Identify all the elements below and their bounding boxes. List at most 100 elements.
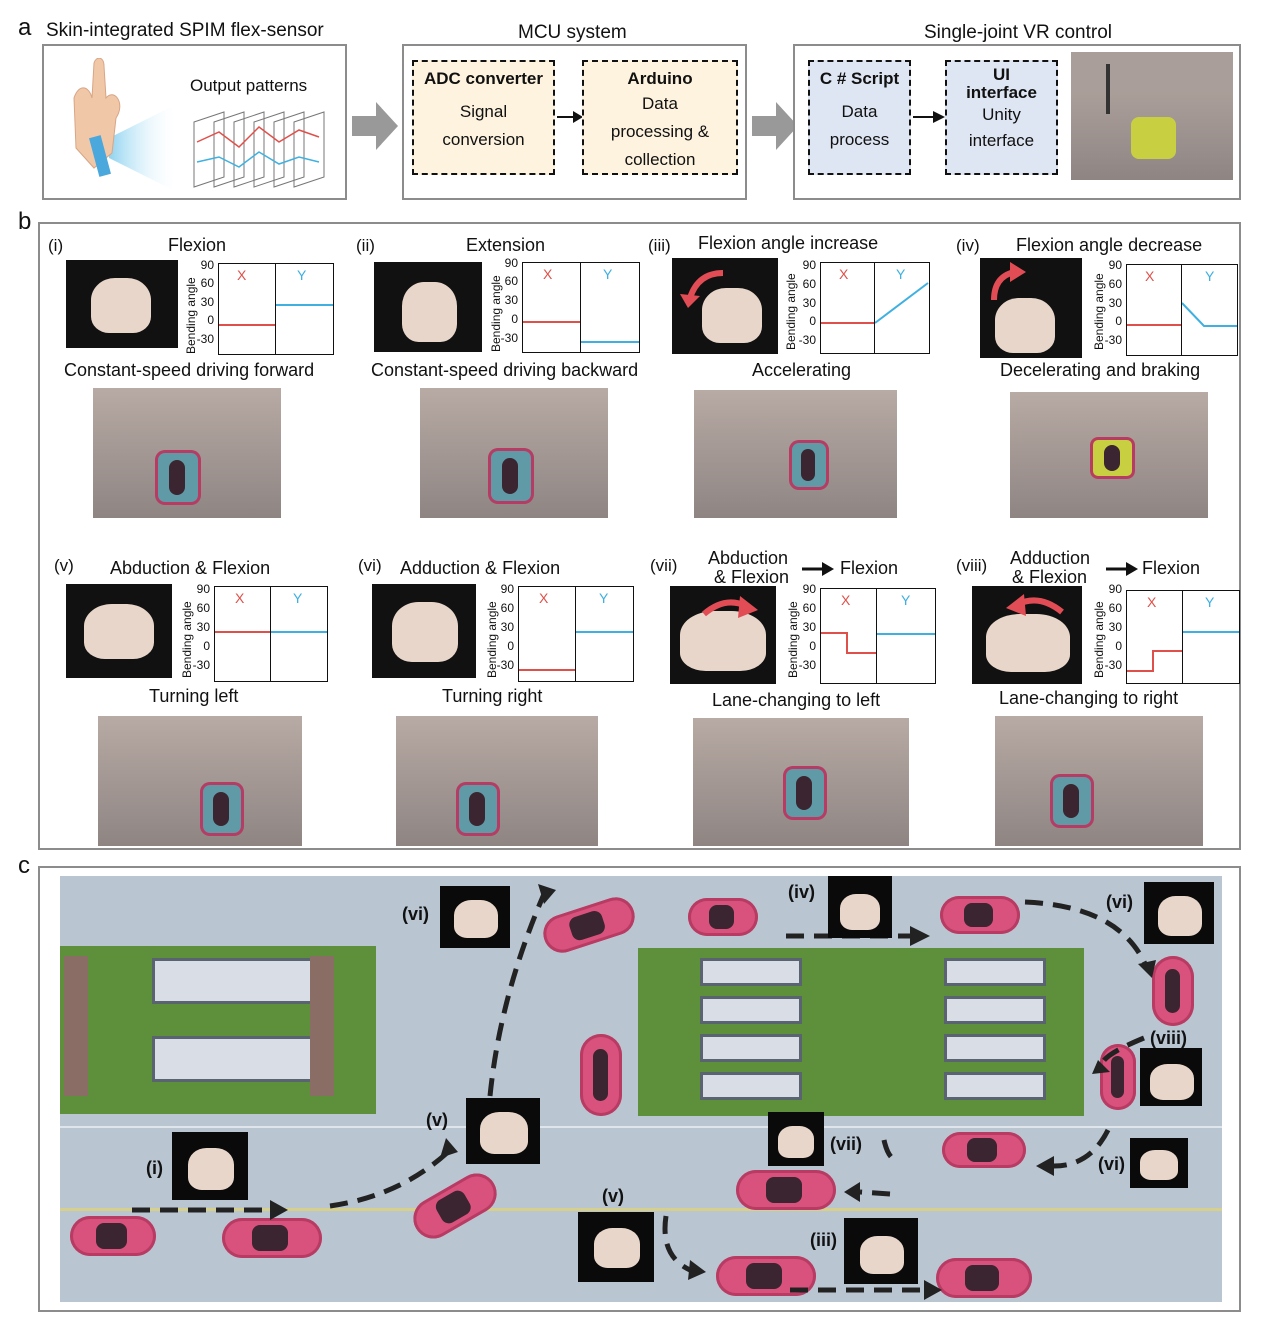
signal-plot: X Y (522, 262, 640, 353)
action-label: Turning right (442, 686, 543, 706)
tick-label: 60 (200, 276, 214, 290)
red-curved-arrow-icon (991, 262, 1026, 301)
city-block-right (638, 948, 1084, 1116)
gesture-label-2: & Flexion (714, 567, 790, 587)
y-channel-label: Y (901, 592, 911, 608)
adc-text1: Signal (459, 102, 508, 121)
arduino-box: Arduino Data processing & collection (582, 60, 738, 175)
route-path (132, 884, 1156, 1300)
tick-label: 90 (196, 582, 210, 596)
signal-plot: X Y (218, 263, 334, 355)
arrow-right-icon (1106, 562, 1138, 576)
tick-label: -30 (192, 658, 210, 672)
gesture-photo (672, 258, 778, 354)
gesture-label-3: Flexion (1142, 558, 1201, 578)
ui-title2: interface (966, 83, 1037, 102)
arrow-a1 (352, 102, 398, 150)
tick-label: 30 (802, 296, 816, 310)
roman-label: (v) (54, 556, 74, 575)
arrow-adc-arduino (557, 111, 583, 123)
y-channel-label: Y (599, 590, 609, 606)
roman-label: (iv) (956, 236, 980, 255)
tick-label: 30 (500, 620, 514, 634)
gesture-thumbnail (578, 1212, 654, 1282)
y-channel-label: Y (297, 267, 307, 283)
arduino-text1: Data (642, 94, 678, 113)
tick-label: 60 (802, 601, 816, 615)
tick-label: -30 (1104, 333, 1122, 347)
tick-label: -30 (798, 333, 816, 347)
adc-box: ADC converter Signal conversion (412, 60, 555, 175)
tick-label: 60 (504, 274, 518, 288)
map-label: (viii) (1150, 1028, 1188, 1048)
gesture-label: Flexion (168, 235, 227, 255)
x-channel-label: X (1145, 268, 1155, 284)
map-label: (iv) (788, 882, 815, 902)
tick-label: 90 (1108, 258, 1122, 272)
car-icon (940, 896, 1020, 934)
panel-b-letter: b (18, 208, 32, 235)
roman-label: (vi) (358, 556, 382, 575)
gesture-photo (372, 584, 476, 678)
city-block-left (60, 946, 376, 1114)
vr-title: Single-joint VR control (924, 22, 1112, 43)
x-channel-label: X (1147, 594, 1157, 610)
signal-plot: X Y (1126, 264, 1238, 356)
tick-label: -30 (798, 658, 816, 672)
y-channel-label: Y (293, 590, 303, 606)
gesture-thumbnail (768, 1112, 824, 1166)
car-icon (688, 898, 758, 936)
tick-label: 30 (1108, 620, 1122, 634)
map-label: (v) (602, 1186, 624, 1206)
arduino-title: Arduino (627, 69, 693, 88)
action-label: Decelerating and braking (1000, 360, 1201, 380)
car-icon (736, 1170, 836, 1210)
x-channel-label: X (839, 266, 849, 282)
map-label: (vi) (402, 904, 429, 924)
tick-label: 0 (1115, 639, 1122, 653)
gesture-thumbnail (172, 1132, 248, 1200)
signal-plot: X Y (820, 588, 936, 684)
driving-scene (693, 718, 909, 846)
traffic-light-icon (1106, 64, 1110, 114)
gesture-thumbnail (466, 1098, 540, 1164)
tick-label: -30 (1104, 658, 1122, 672)
gesture-label: Abduction (708, 548, 789, 568)
csharp-text1: Data (841, 102, 878, 121)
driving-scene (93, 388, 281, 518)
tick-label: 60 (802, 277, 816, 291)
action-label: Accelerating (752, 360, 852, 380)
tick-label: 90 (802, 258, 816, 272)
y-channel-label: Y (1205, 594, 1215, 610)
map-label: (vi) (1098, 1154, 1125, 1174)
tick-label: 0 (207, 313, 214, 327)
driving-scene (420, 388, 608, 518)
gesture-label: Adduction (1010, 548, 1091, 568)
csharp-box: C # Script Data process (808, 60, 911, 175)
tick-label: 0 (507, 639, 514, 653)
y-channel-label: Y (896, 266, 906, 282)
tick-label: 0 (1115, 314, 1122, 328)
adc-title: ADC converter (423, 69, 544, 88)
map-label: (vi) (1106, 892, 1133, 912)
y-channel-label: Y (1205, 268, 1215, 284)
driving-scene (1010, 392, 1208, 518)
action-label: Constant-speed driving forward (64, 360, 315, 380)
gesture-label-2: & Flexion (1012, 567, 1088, 587)
csharp-text2: process (829, 130, 890, 149)
tick-label: 0 (511, 312, 518, 326)
x-channel-label: X (543, 266, 553, 282)
panel-c-letter: c (18, 852, 30, 879)
vr-frame: C # Script Data process UI interface Uni… (793, 44, 1241, 200)
roman-label: (iii) (648, 236, 671, 255)
roman-label: (i) (48, 236, 64, 255)
gesture-label: Abduction & Flexion (110, 558, 271, 578)
arrow-cs-ui (913, 111, 945, 123)
tick-label: 60 (196, 601, 210, 615)
arrow-right-icon (802, 562, 834, 576)
gesture-label: Adduction & Flexion (400, 558, 561, 578)
signal-plot: X Y (214, 586, 328, 682)
tick-label: 90 (500, 582, 514, 596)
gesture-thumbnail (828, 876, 892, 938)
y-channel-label: Y (603, 266, 613, 282)
